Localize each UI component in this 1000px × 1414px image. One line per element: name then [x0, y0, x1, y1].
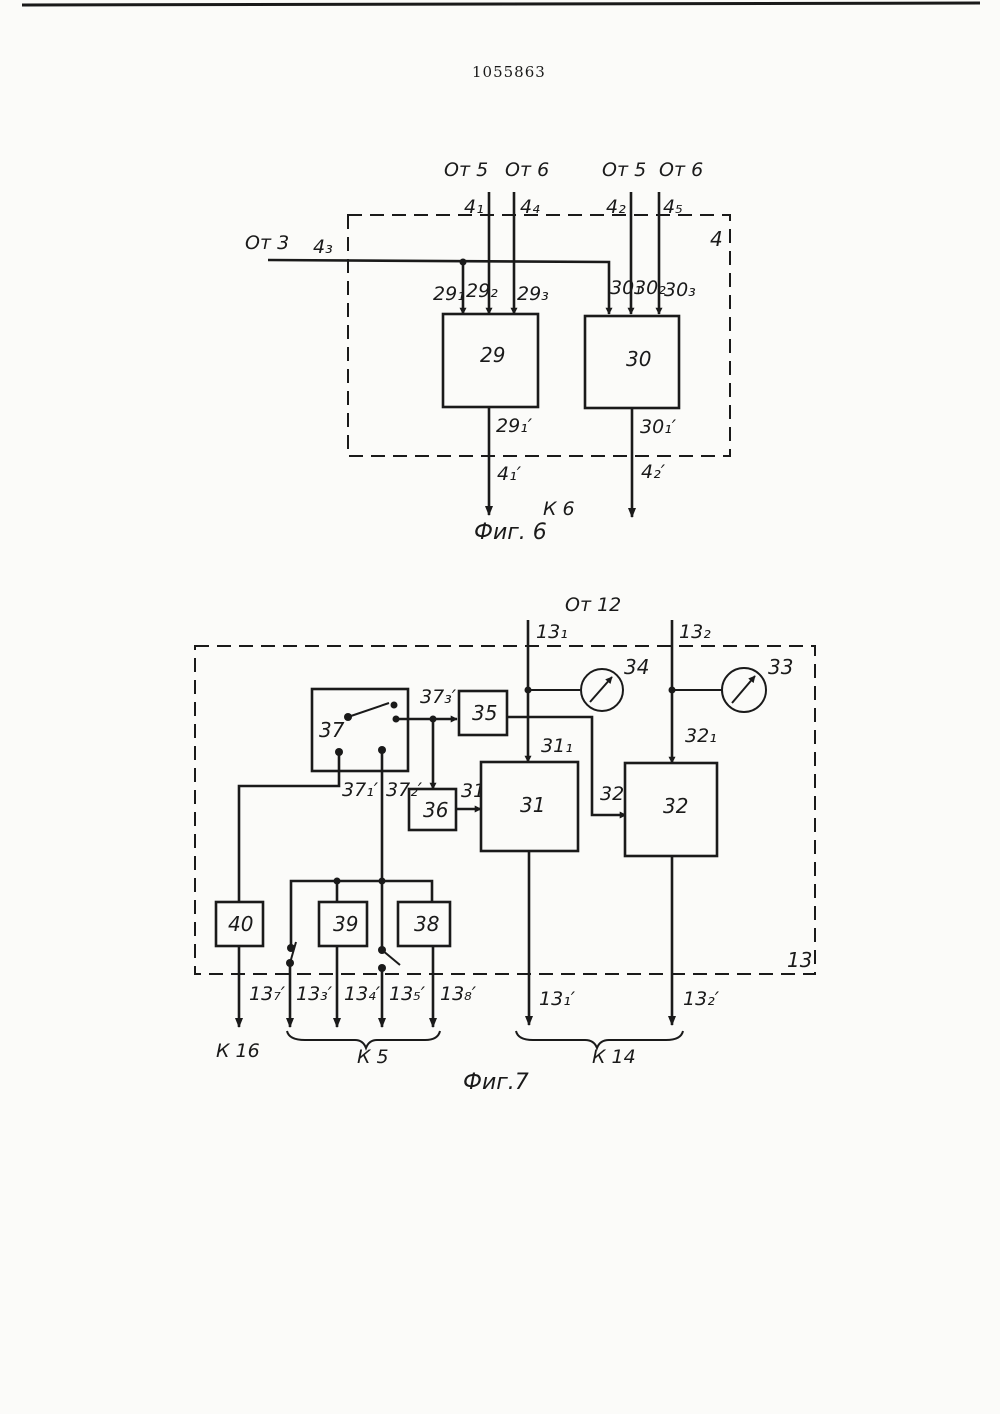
fig6-line-4-5: 4₅ [663, 196, 683, 218]
fig7-block-40-label: 40 [228, 912, 253, 936]
fig7-label-34: 34 [624, 655, 649, 679]
fig6-label-29-1-out: 29₁′ [496, 415, 533, 437]
fig6-label-4-1-out: 4₁′ [497, 463, 522, 485]
fig7-label-37-3: 37₃′ [420, 686, 457, 708]
fig6-label-29-3: 29₃ [517, 283, 549, 305]
fig7-switch-13-5-blade [382, 950, 400, 965]
fig7-destination-k5: К 5 [357, 1046, 389, 1068]
fig6-destination: К 6 [543, 498, 575, 520]
fig7-meter-34-needle [590, 677, 612, 702]
fig7-label-37-2: 37₂′ [386, 779, 423, 801]
fig6-line-4-2: 4₂ [606, 196, 626, 218]
fig6-line-4-3: 4₃ [313, 236, 333, 258]
fig6-label-30-1-out: 30₁′ [640, 416, 677, 438]
fig6-label-30-3: 30₃ [664, 279, 696, 301]
patent-number: 1055863 [472, 63, 546, 81]
fig6-label-29-2: 29₂ [466, 280, 498, 302]
fig6-block-30-label: 30 [626, 347, 651, 371]
fig7-block-39-label: 39 [333, 912, 358, 936]
fig6-input-1-source: От 5 [444, 159, 488, 181]
fig6-diagram: 4 От 5 От 6 От 5 От 6 4₁ 4₄ 4₂ 4₅ От 3 4… [245, 159, 730, 545]
fig7-junction-bus-37-2 [379, 878, 386, 885]
page-top-rule [22, 3, 980, 5]
fig7-destination-k14: К 14 [592, 1046, 636, 1068]
fig7-label-13-1: 13₁′ [539, 988, 576, 1010]
fig6-line-4-1: 4₁ [464, 196, 484, 218]
fig6-caption: Фиг. 6 [474, 520, 547, 545]
fig7-label-37-1: 37₁′ [342, 779, 379, 801]
fig7-label-31-1: 31₁ [541, 735, 573, 757]
fig7-label-13-4: 13₄′ [344, 983, 381, 1005]
fig7-block-36-label: 36 [423, 798, 448, 822]
fig6-label-4-2-out: 4₂′ [641, 461, 666, 483]
fig7-switch-37-contact-a [391, 702, 398, 709]
fig7-block-38-label: 38 [414, 912, 439, 936]
fig7-block-31-label: 31 [520, 793, 545, 817]
fig7-source: От 12 [565, 594, 621, 616]
fig7-label-13-8: 13₈′ [440, 983, 477, 1005]
fig7-label-33: 33 [768, 655, 793, 679]
fig7-line-37-1 [239, 752, 339, 902]
fig6-junction [460, 259, 467, 266]
fig6-block-4-label: 4 [710, 227, 723, 251]
fig7-line-13-1: 13₁ [536, 621, 568, 643]
fig7-meter-33-needle [732, 676, 755, 703]
fig7-label-13-2: 13₂′ [683, 988, 720, 1010]
fig7-block-32-label: 32 [663, 794, 688, 818]
fig6-block-29-label: 29 [480, 343, 505, 367]
fig7-label-13-3: 13₃′ [296, 983, 333, 1005]
fig7-destination-k16: К 16 [216, 1040, 260, 1062]
fig7-label-32-1: 32₁ [685, 725, 717, 747]
fig6-line-4-4: 4₄ [520, 196, 540, 218]
fig6-label-29-1: 29₁ [433, 283, 465, 305]
fig7-line-13-2: 13₂ [679, 621, 711, 643]
fig6-label-30-2: 30₂ [634, 277, 666, 299]
fig7-label-13-7: 13₇′ [249, 983, 286, 1005]
fig7-block-35-label: 35 [472, 701, 497, 725]
fig6-input-2-source: От 5 [602, 159, 646, 181]
fig7-meter-34 [581, 669, 623, 711]
fig6-input-5-source: От 6 [659, 159, 703, 181]
fig7-junction-bus-39 [334, 878, 341, 885]
fig7-caption: Фиг.7 [463, 1070, 529, 1095]
fig6-input-4-source: От 6 [505, 159, 549, 181]
fig7-diagram: 13 От 12 13₁ 13₂ 31₁ 34 32₁ 33 37 37₃′ [195, 594, 815, 1095]
fig7-block-37-label: 37 [319, 718, 345, 742]
fig6-side-input-source: От 3 [245, 232, 289, 254]
fig7-block-13-label: 13 [787, 948, 812, 972]
fig7-label-13-5: 13₅′ [389, 983, 426, 1005]
